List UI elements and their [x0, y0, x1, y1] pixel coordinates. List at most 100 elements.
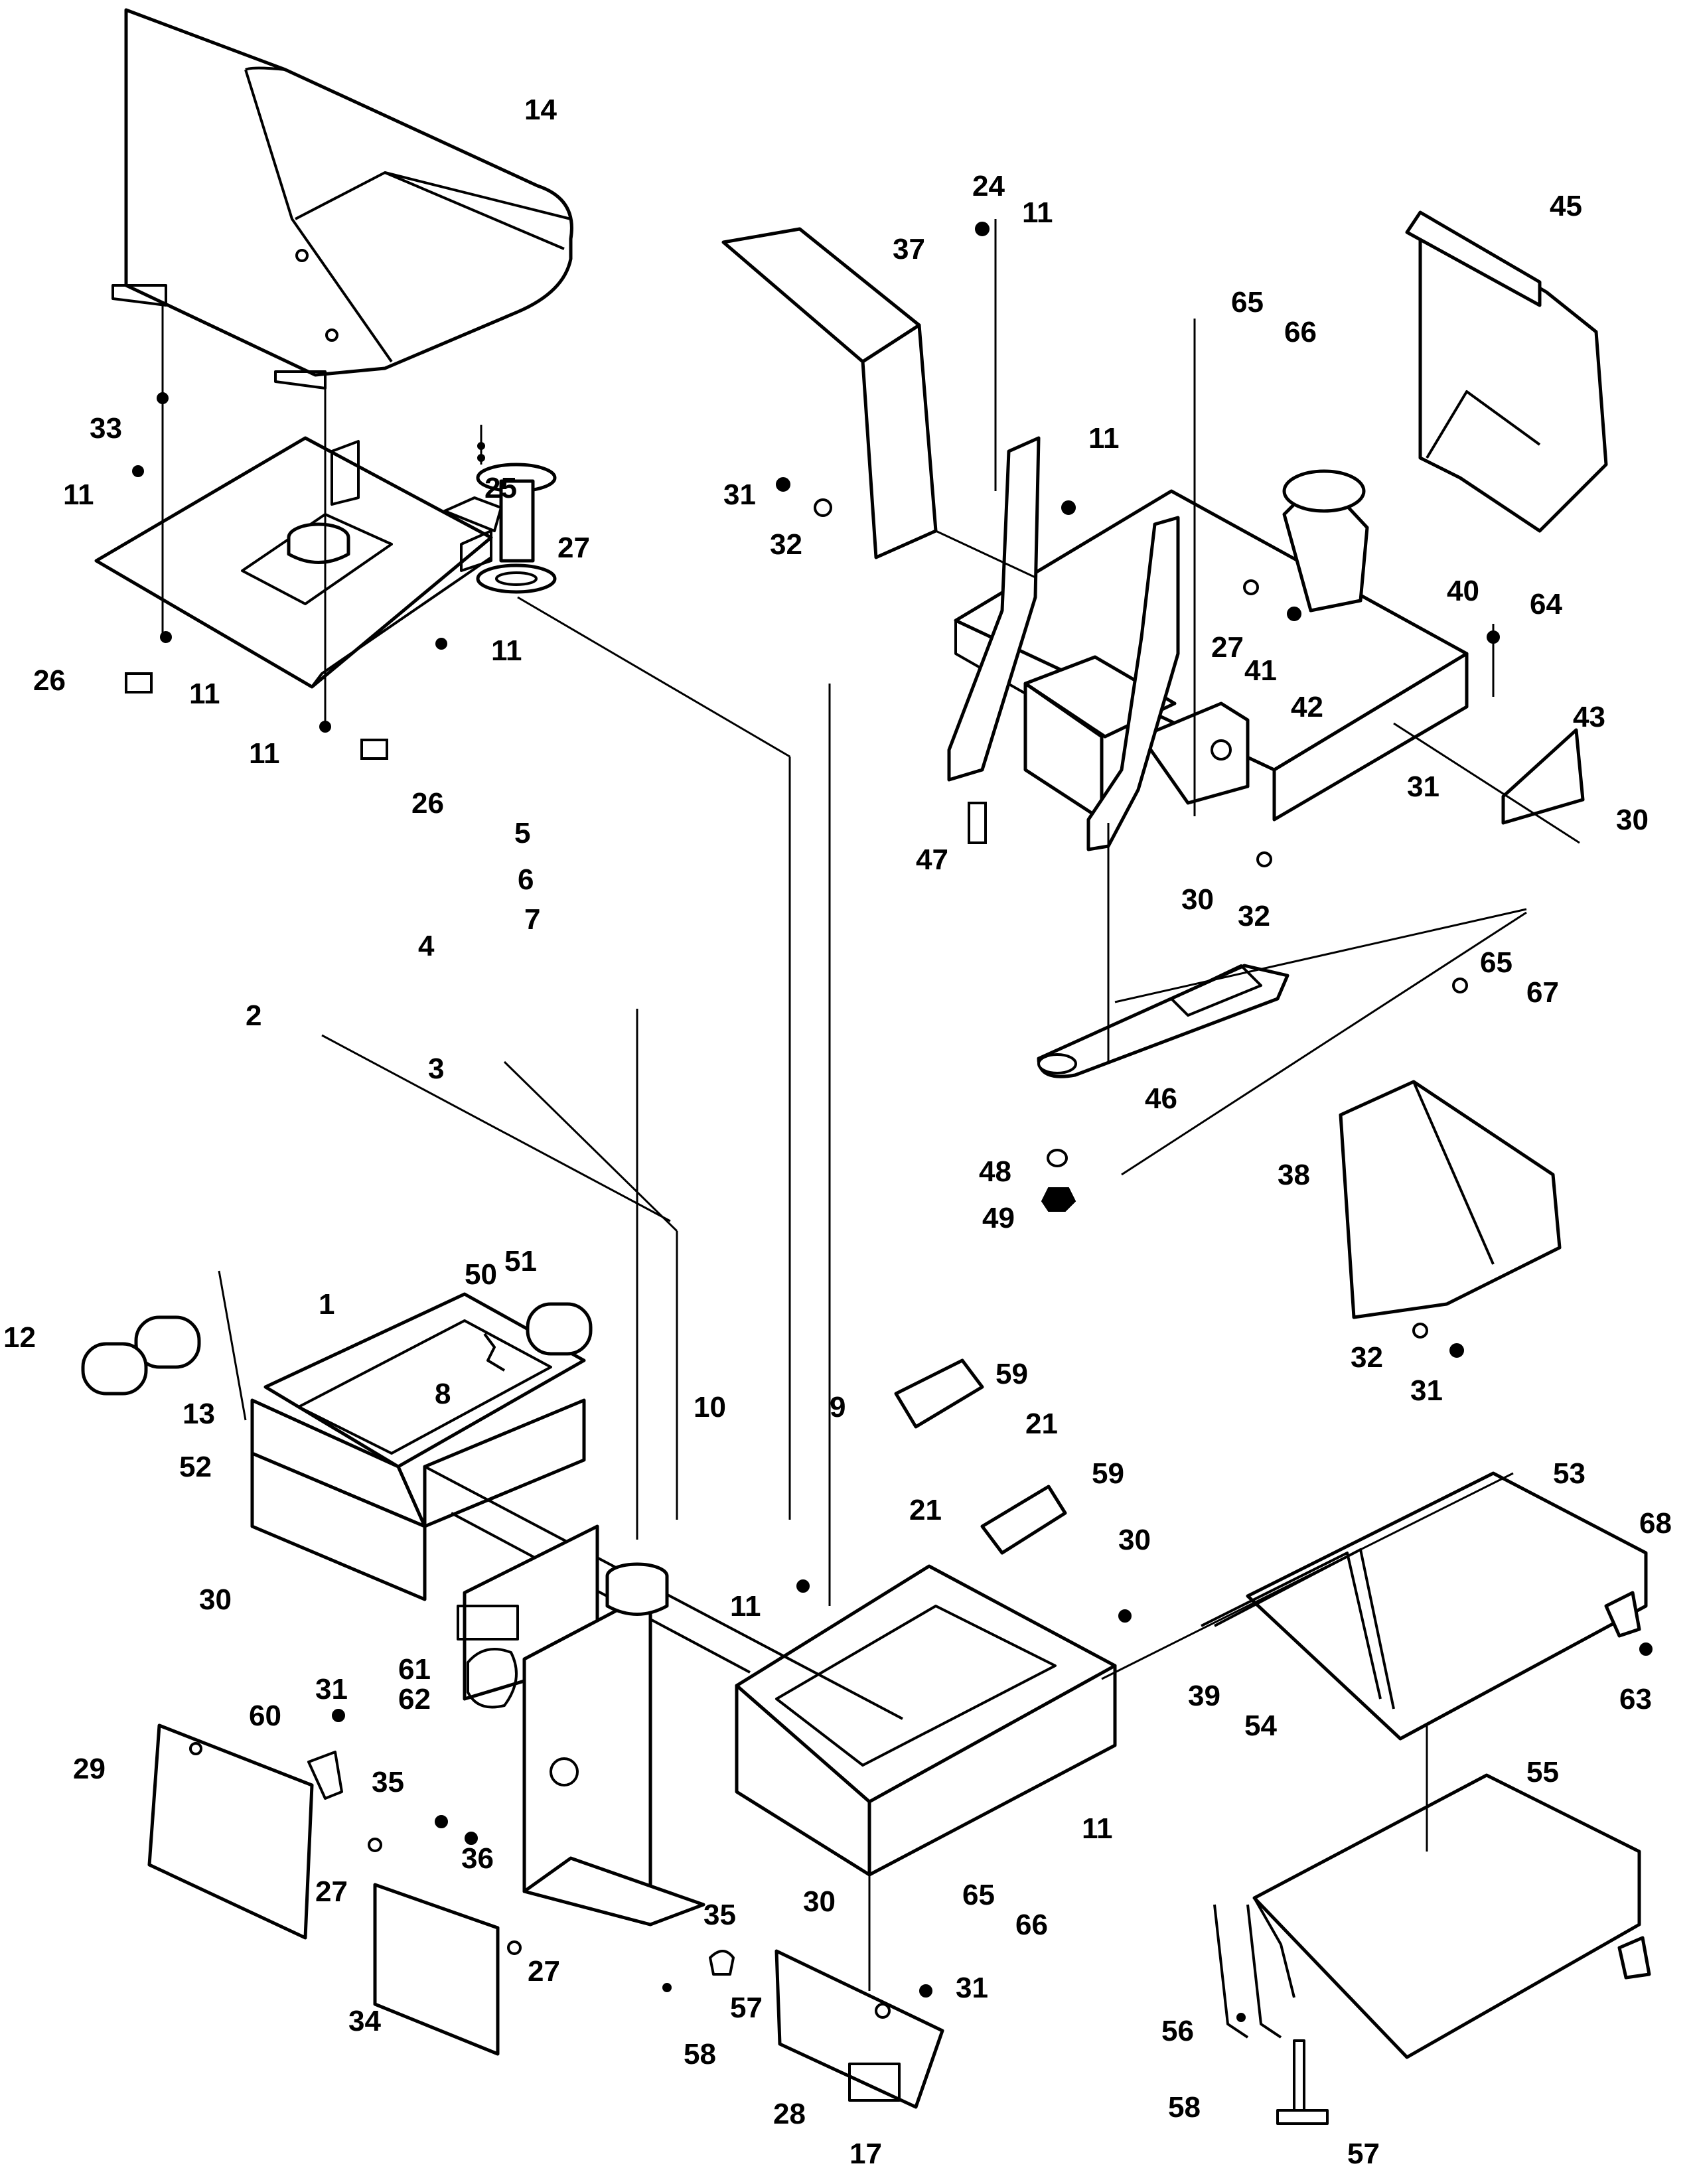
- callout-66: 66: [1284, 316, 1317, 348]
- callout-36: 36: [461, 1842, 494, 1875]
- callout-67: 67: [1526, 976, 1559, 1009]
- callout-65: 65: [1231, 286, 1264, 319]
- callout-27: 27: [1211, 631, 1244, 664]
- callout-13: 13: [183, 1398, 215, 1430]
- part-chute-left: [721, 227, 938, 559]
- callout-21: 21: [909, 1494, 942, 1526]
- callout-42: 42: [1291, 691, 1323, 723]
- part-hood-top: [1214, 1471, 1648, 1741]
- callout-30: 30: [199, 1583, 232, 1616]
- callout-47: 47: [916, 843, 948, 876]
- part-side-shield: [1339, 1080, 1562, 1319]
- part-side-bracket-left: [947, 436, 1041, 782]
- callout-11: 11: [1088, 422, 1120, 455]
- part-light-50: [526, 1302, 593, 1356]
- part-bracket-59a: [894, 1358, 984, 1429]
- callout-40: 40: [1447, 575, 1479, 607]
- callout-45: 45: [1550, 190, 1582, 222]
- callout-34: 34: [348, 2005, 381, 2037]
- callout-65: 65: [962, 1879, 995, 1911]
- callout-5: 5: [514, 817, 530, 849]
- callout-33: 33: [90, 412, 122, 445]
- callout-57: 57: [730, 1992, 763, 2024]
- callout-31: 31: [1407, 770, 1439, 803]
- leader-lines: [161, 219, 1580, 1991]
- callout-29: 29: [73, 1753, 106, 1785]
- callout-53: 53: [1553, 1457, 1585, 1490]
- part-seat-plate: [94, 436, 493, 689]
- callout-7: 7: [524, 903, 540, 936]
- callout-17: 17: [849, 2138, 882, 2170]
- callout-62: 62: [398, 1683, 431, 1715]
- part-tail-light: [81, 1315, 201, 1396]
- part-tank-left: [250, 1292, 586, 1601]
- callout-51: 51: [504, 1245, 537, 1277]
- callout-1: 1: [319, 1288, 334, 1321]
- callout-4: 4: [418, 930, 435, 962]
- callout-31: 31: [956, 1972, 988, 2004]
- callout-21: 21: [1025, 1408, 1058, 1440]
- callout-27: 27: [528, 1955, 560, 1988]
- callout-63: 63: [1619, 1683, 1652, 1715]
- part-bracket-59b: [980, 1485, 1067, 1555]
- callout-labels: 14 33 11 25 27 11 26 11 11 26 5 6 7 4 2 …: [3, 94, 1672, 2170]
- callout-11: 11: [491, 634, 522, 667]
- callout-30: 30: [803, 1885, 836, 1918]
- callout-50: 50: [465, 1258, 497, 1291]
- callout-46: 46: [1145, 1082, 1177, 1115]
- part-panel-34: [373, 1883, 500, 2056]
- hardware: [125, 222, 1653, 2022]
- callout-27: 27: [557, 532, 590, 564]
- part-hood-lower: [1252, 1773, 1651, 2059]
- part-grommet-8: [483, 1333, 506, 1372]
- part-latch-57a: [709, 1950, 735, 1976]
- callout-64: 64: [1530, 588, 1562, 620]
- callout-28: 28: [773, 2098, 806, 2130]
- callout-30: 30: [1181, 883, 1214, 916]
- callout-3: 3: [428, 1053, 444, 1085]
- callout-30: 30: [1118, 1524, 1151, 1556]
- callout-27: 27: [315, 1875, 348, 1908]
- callout-11: 11: [730, 1590, 761, 1623]
- part-rear-shield: [1405, 210, 1608, 533]
- callout-24: 24: [972, 170, 1005, 202]
- callout-49: 49: [982, 1202, 1015, 1234]
- callout-56: 56: [1161, 2015, 1194, 2047]
- part-trim-54: [1201, 1552, 1382, 1700]
- callout-11: 11: [1022, 196, 1053, 229]
- callout-35: 35: [372, 1766, 404, 1798]
- callout-66: 66: [1015, 1909, 1048, 1941]
- callout-68: 68: [1639, 1507, 1672, 1540]
- callout-60: 60: [249, 1700, 281, 1732]
- callout-54: 54: [1244, 1710, 1277, 1742]
- callout-58: 58: [684, 2038, 716, 2071]
- callout-12: 12: [3, 1321, 36, 1354]
- callout-11: 11: [1082, 1812, 1113, 1845]
- part-side-bracket-right: [1086, 516, 1180, 851]
- callout-41: 41: [1244, 654, 1277, 687]
- callout-57: 57: [1347, 2138, 1380, 2170]
- callout-58: 58: [1168, 2091, 1201, 2124]
- part-side-plate: [1501, 728, 1585, 825]
- part-panel-28: [774, 1949, 944, 2109]
- callout-32: 32: [1351, 1341, 1383, 1374]
- callout-25: 25: [484, 472, 517, 504]
- callout-2: 2: [246, 999, 261, 1032]
- callout-11: 11: [189, 678, 220, 710]
- callout-8: 8: [435, 1378, 451, 1410]
- part-bracket-60: [307, 1751, 343, 1800]
- callout-6: 6: [518, 863, 534, 896]
- callout-31: 31: [723, 478, 756, 511]
- callout-9: 9: [830, 1391, 846, 1423]
- callout-11: 11: [249, 737, 280, 770]
- callout-43: 43: [1573, 701, 1605, 733]
- callout-30: 30: [1616, 804, 1649, 836]
- callout-39: 39: [1188, 1680, 1220, 1712]
- part-frame-rail: [424, 1465, 903, 1927]
- callout-65: 65: [1480, 946, 1512, 979]
- callout-48: 48: [979, 1155, 1011, 1188]
- part-panel-29: [147, 1723, 314, 1940]
- callout-32: 32: [1238, 900, 1270, 932]
- callout-37: 37: [893, 233, 925, 265]
